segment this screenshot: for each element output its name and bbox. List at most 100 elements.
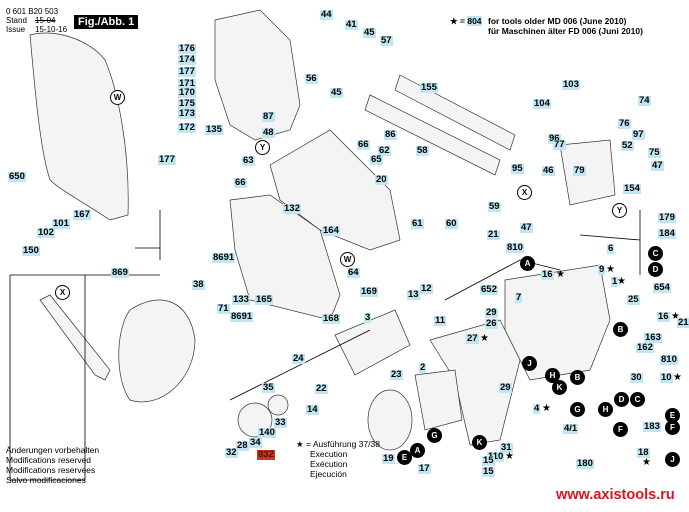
part-label[interactable]: 3 bbox=[364, 312, 372, 323]
part-label[interactable]: 59 bbox=[488, 201, 501, 212]
part-label[interactable]: 60 bbox=[445, 218, 458, 229]
part-label[interactable]: 61 bbox=[411, 218, 424, 229]
part-label[interactable]: 23 bbox=[390, 369, 403, 380]
part-label[interactable]: 65 bbox=[370, 154, 383, 165]
part-label[interactable]: 24 bbox=[292, 353, 305, 364]
part-label[interactable]: 38 bbox=[192, 279, 205, 290]
part-label[interactable]: 104 bbox=[533, 98, 551, 109]
part-label[interactable]: 163 bbox=[644, 332, 662, 343]
part-label[interactable]: 66 bbox=[357, 139, 370, 150]
part-label[interactable]: 101 bbox=[52, 218, 70, 229]
part-label[interactable]: 11 bbox=[434, 315, 447, 326]
part-label[interactable]: 25 bbox=[627, 294, 640, 305]
part-label[interactable]: 45 bbox=[330, 87, 343, 98]
part-label[interactable]: 33 bbox=[274, 417, 287, 428]
part-label[interactable]: 810 bbox=[660, 354, 678, 365]
part-label[interactable]: 44 bbox=[320, 9, 333, 20]
part-label[interactable]: 17 bbox=[418, 463, 431, 474]
part-label[interactable]: 87 bbox=[262, 111, 275, 122]
part-label[interactable]: 155 bbox=[420, 82, 438, 93]
part-label[interactable]: 102 bbox=[37, 227, 55, 238]
part-label[interactable]: 150 bbox=[22, 245, 40, 256]
part-label[interactable]: 15 bbox=[482, 466, 495, 477]
part-label[interactable]: 48 bbox=[262, 127, 275, 138]
part-label[interactable]: 19 bbox=[382, 453, 395, 464]
part-label[interactable]: 14 bbox=[306, 404, 319, 415]
part-label[interactable]: 6 bbox=[607, 243, 615, 254]
part-label[interactable]: 56 bbox=[305, 73, 318, 84]
part-label[interactable]: 74 bbox=[638, 95, 651, 106]
part-label[interactable]: 34 bbox=[249, 437, 262, 448]
part-label[interactable]: 4 bbox=[533, 403, 541, 414]
part-label[interactable]: 173 bbox=[178, 108, 196, 119]
part-label[interactable]: 47 bbox=[520, 222, 533, 233]
part-label[interactable]: 52 bbox=[621, 140, 634, 151]
part-label[interactable]: 16 bbox=[657, 311, 670, 322]
part-label[interactable]: 13 bbox=[407, 289, 420, 300]
part-label[interactable]: 172 bbox=[178, 122, 196, 133]
part-label[interactable]: 35 bbox=[262, 382, 275, 393]
part-label[interactable]: 57 bbox=[380, 35, 393, 46]
part-label[interactable]: 26 bbox=[485, 318, 498, 329]
part-label[interactable]: 140 bbox=[258, 427, 276, 438]
part-label[interactable]: 77 bbox=[553, 139, 566, 150]
part-label[interactable]: 32 bbox=[225, 447, 238, 458]
part-label[interactable]: 132 bbox=[283, 203, 301, 214]
part-label[interactable]: 652 bbox=[480, 284, 498, 295]
part-label[interactable]: 179 bbox=[658, 212, 676, 223]
part-label[interactable]: 2 bbox=[419, 362, 427, 373]
part-label[interactable]: 184 bbox=[658, 228, 676, 239]
part-label[interactable]: 180 bbox=[576, 458, 594, 469]
part-label[interactable]: 46 bbox=[542, 165, 555, 176]
part-label[interactable]: 175 bbox=[178, 98, 196, 109]
part-label[interactable]: 63 bbox=[242, 155, 255, 166]
part-label[interactable]: 95 bbox=[511, 163, 524, 174]
part-label[interactable]: 810 bbox=[506, 242, 524, 253]
part-label[interactable]: 66 bbox=[234, 177, 247, 188]
part-label[interactable]: 18 bbox=[637, 447, 650, 458]
part-label[interactable]: 41 bbox=[345, 19, 358, 30]
part-label[interactable]: 28 bbox=[236, 440, 249, 451]
part-label[interactable]: 71 bbox=[217, 303, 230, 314]
part-label[interactable]: 7 bbox=[515, 292, 523, 303]
part-label[interactable]: 169 bbox=[360, 286, 378, 297]
website-link[interactable]: www.axistools.ru bbox=[556, 487, 675, 503]
part-label[interactable]: 10 bbox=[660, 372, 673, 383]
part-label[interactable]: 29 bbox=[485, 307, 498, 318]
part-label[interactable]: 171 bbox=[178, 78, 196, 89]
part-label[interactable]: 20 bbox=[375, 174, 388, 185]
part-label[interactable]: 168 bbox=[322, 313, 340, 324]
part-label[interactable]: 133 bbox=[232, 294, 250, 305]
part-label[interactable]: 165 bbox=[255, 294, 273, 305]
part-label[interactable]: 103 bbox=[562, 79, 580, 90]
part-label[interactable]: 15 bbox=[482, 455, 495, 466]
part-label[interactable]: 16 bbox=[541, 269, 554, 280]
part-label[interactable]: 62 bbox=[378, 145, 391, 156]
part-label[interactable]: 30 bbox=[630, 372, 643, 383]
part-label[interactable]: 8691 bbox=[212, 252, 236, 263]
part-label[interactable]: 177 bbox=[158, 154, 176, 165]
part-label[interactable]: 650 bbox=[8, 171, 26, 182]
part-label-highlight[interactable]: 832 bbox=[257, 449, 275, 460]
part-label[interactable]: 97 bbox=[632, 129, 645, 140]
part-label[interactable]: 164 bbox=[322, 225, 340, 236]
part-label[interactable]: 167 bbox=[73, 209, 91, 220]
part-label[interactable]: 12 bbox=[420, 283, 433, 294]
part-label[interactable]: 45 bbox=[363, 27, 376, 38]
part-label[interactable]: 110 bbox=[487, 451, 505, 462]
part-label[interactable]: 31 bbox=[500, 442, 513, 453]
part-label[interactable]: 869 bbox=[111, 267, 129, 278]
part-label[interactable]: 47 bbox=[651, 160, 664, 171]
part-label[interactable]: 58 bbox=[416, 145, 429, 156]
part-label[interactable]: 9 bbox=[598, 264, 606, 275]
part-label[interactable]: 27 bbox=[466, 333, 479, 344]
part-label[interactable]: 154 bbox=[623, 183, 641, 194]
part-label[interactable]: 177 bbox=[178, 66, 196, 77]
part-label[interactable]: 176 bbox=[178, 43, 196, 54]
part-label[interactable]: 79 bbox=[573, 165, 586, 176]
part-label[interactable]: 64 bbox=[347, 267, 360, 278]
part-label[interactable]: 96 bbox=[548, 133, 561, 144]
part-label[interactable]: 162 bbox=[636, 342, 654, 353]
part-label[interactable]: 135 bbox=[205, 124, 223, 135]
part-label[interactable]: 76 bbox=[618, 118, 631, 129]
